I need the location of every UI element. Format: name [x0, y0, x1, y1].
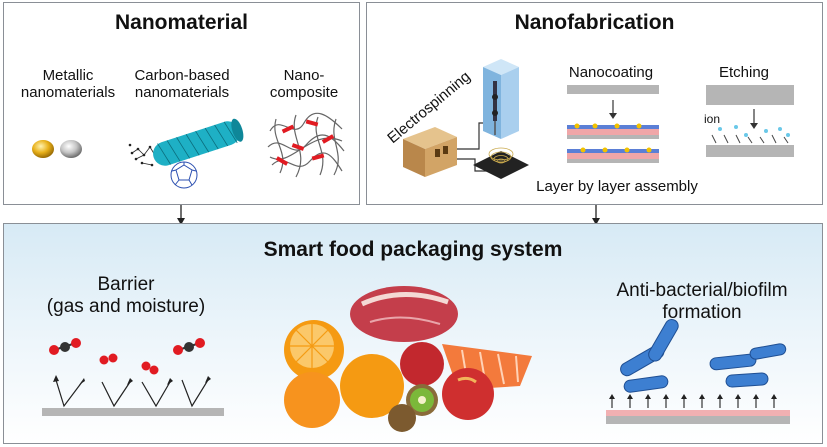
food-illustration-icon — [284, 286, 532, 432]
nanomaterial-panel: Nanomaterial Metallic nanomaterials Carb… — [3, 2, 360, 205]
smart-packaging-title: Smart food packaging system — [263, 238, 563, 261]
antibacterial-label: Anti-bacterial/biofilm formation — [616, 280, 788, 323]
carbon-nanotube-icon — [128, 118, 244, 189]
carbon-label: Carbon-based nanomaterials — [134, 67, 230, 101]
connector-arrows — [177, 205, 600, 225]
barrier-illustration-icon — [42, 338, 224, 416]
nanocomposite-icon — [267, 112, 345, 178]
etching-icon — [706, 85, 794, 157]
electrospinning-apparatus-icon — [403, 59, 529, 179]
nanofabrication-title: Nanofabrication — [514, 11, 675, 34]
nanocomposite-label: Nano- composite — [269, 67, 339, 101]
antibacterial-illustration-icon — [606, 318, 790, 424]
barrier-label: Barrier (gas and moisture) — [46, 274, 206, 317]
etching-label: Etching — [718, 64, 770, 81]
ion-label: ion — [703, 112, 720, 126]
layer-by-layer-label: Layer by layer assembly — [536, 178, 698, 195]
metallic-nanoparticle-icon — [32, 140, 82, 158]
metallic-label: Metallic nanomaterials — [20, 67, 116, 101]
nanocoating-icon — [567, 85, 659, 163]
smart-packaging-panel: Smart food packaging system Barrier (gas… — [3, 223, 823, 444]
nanocoating-label: Nanocoating — [568, 64, 654, 81]
nanofabrication-panel: Nanofabrication Electrospinning Nanocoat… — [366, 2, 823, 205]
nanomaterial-title: Nanomaterial — [114, 11, 249, 34]
